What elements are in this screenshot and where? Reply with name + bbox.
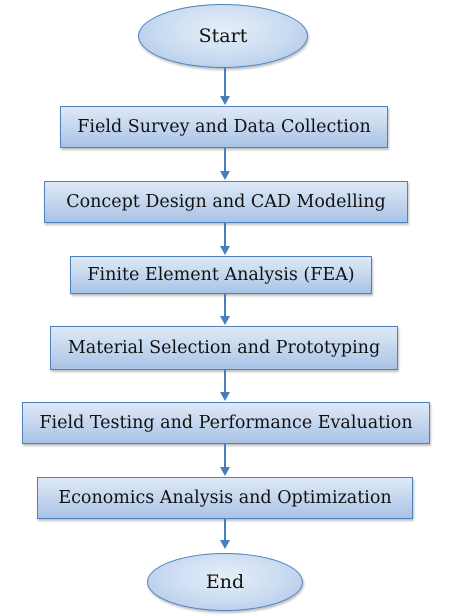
end-node: End	[147, 553, 303, 611]
step-label: Field Survey and Data Collection	[77, 117, 371, 137]
end-label: End	[205, 571, 245, 593]
step-label: Field Testing and Performance Evaluation	[39, 413, 413, 433]
step-economics-analysis: Economics Analysis and Optimization	[37, 477, 413, 519]
start-label: Start	[198, 25, 248, 47]
step-field-survey: Field Survey and Data Collection	[60, 106, 388, 148]
step-material-selection: Material Selection and Prototyping	[50, 326, 398, 370]
step-field-testing: Field Testing and Performance Evaluation	[22, 402, 430, 444]
step-label: Material Selection and Prototyping	[67, 338, 381, 358]
step-label: Finite Element Analysis (FEA)	[87, 265, 355, 285]
start-node: Start	[138, 4, 308, 68]
step-label: Concept Design and CAD Modelling	[66, 192, 386, 212]
step-concept-design: Concept Design and CAD Modelling	[44, 181, 408, 223]
step-finite-element-analysis: Finite Element Analysis (FEA)	[70, 256, 372, 294]
step-label: Economics Analysis and Optimization	[58, 488, 392, 508]
